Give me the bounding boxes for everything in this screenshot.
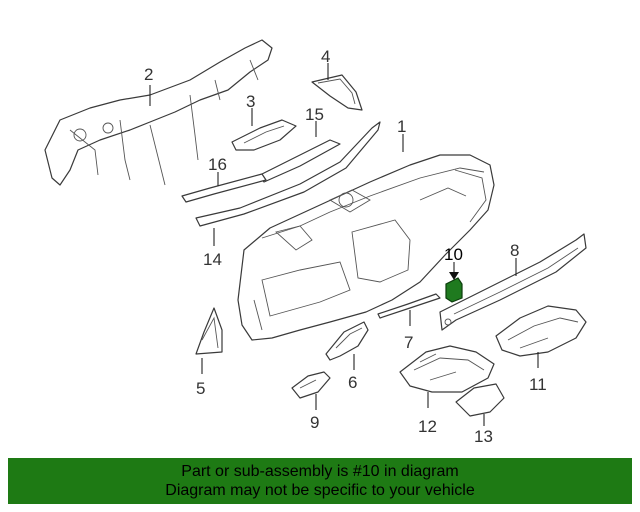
part-12-bracket-assembly	[399, 345, 495, 393]
callout-15: 15	[305, 105, 324, 124]
callout-3: 3	[246, 92, 255, 111]
part-14-strip	[195, 121, 381, 227]
part-11-glove-box	[495, 305, 587, 357]
part-5-side-panel	[195, 307, 223, 355]
callout-11: 11	[529, 375, 547, 394]
part-1-dashboard	[237, 154, 495, 341]
callout-10: 10	[444, 245, 463, 264]
callout-5: 5	[196, 379, 205, 398]
part-4-trim	[311, 74, 363, 111]
part-3-cover	[231, 119, 297, 151]
callout-7: 7	[404, 333, 413, 352]
callout-16: 16	[208, 155, 227, 174]
parts-diagram: 2 4 3 15 16 14 1	[44, 39, 587, 446]
banner-line-2: Diagram may not be specific to your vehi…	[165, 482, 475, 499]
callout-6: 6	[348, 373, 357, 392]
part-8-trim-panel	[439, 233, 587, 331]
part-10-highlighted	[445, 277, 463, 303]
part-15-strip	[257, 139, 341, 183]
part-6-bracket	[325, 321, 369, 361]
callout-2: 2	[144, 65, 153, 84]
part-7-strip	[377, 293, 441, 319]
callout-14: 14	[203, 250, 222, 269]
callout-13: 13	[474, 427, 493, 446]
callout-1: 1	[397, 117, 406, 136]
part-16-strip	[181, 173, 267, 203]
part-9-bracket	[291, 371, 331, 399]
part-2-crosscar-beam	[44, 39, 273, 186]
callout-9: 9	[310, 413, 319, 432]
callout-4: 4	[321, 47, 330, 66]
banner-line-1: Part or sub-assembly is #10 in diagram	[181, 463, 459, 480]
part-13-plate	[455, 383, 505, 417]
info-banner: Part or sub-assembly is #10 in diagram D…	[8, 458, 632, 504]
callout-12: 12	[418, 417, 437, 436]
callout-8: 8	[510, 241, 519, 260]
